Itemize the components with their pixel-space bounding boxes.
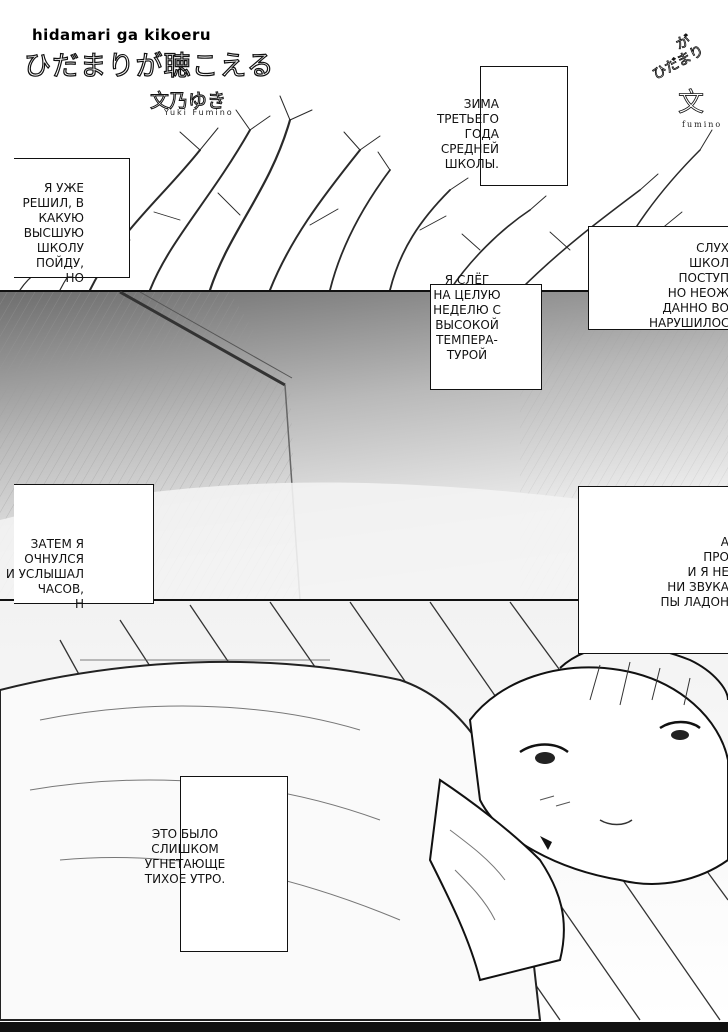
bubble-line: ШКОЛУ xyxy=(36,241,84,255)
bubble-line: Я УЖЕ xyxy=(44,181,84,195)
bubble-line: ВЫСОКОЙ xyxy=(435,318,499,332)
title-japanese: ひだまりが聴こえる xyxy=(23,50,275,82)
bubble-line: ЭТО БЫЛО xyxy=(151,827,219,841)
bubble-line: ШКОЛЫ. xyxy=(444,157,499,171)
bubble-line: ДАННО ВО xyxy=(662,301,728,315)
bubble-line: ПЫ ЛАДОН xyxy=(660,595,728,609)
bubble-line: ВЫСШУЮ xyxy=(23,226,84,240)
author-romaji: Yuki Fumino xyxy=(164,108,234,117)
bubble-line: НИ ЗВУКА xyxy=(667,580,728,594)
credit-line: fumino xyxy=(682,120,723,129)
author-name: 文乃ゆき xyxy=(149,90,227,113)
speech-box-woke: ЗАТЕМ Я ОЧНУЛСЯ И УСЛЫШАЛ ЧАСОВ, Н xyxy=(6,484,154,611)
bubble-line: РЕШИЛ, В xyxy=(22,196,84,210)
speech-box-fever: Я СЛЁГ НА ЦЕЛУЮ НЕДЕЛЮ С ВЫСОКОЙ ТЕМПЕРА… xyxy=(430,273,542,390)
bubble-line: ШКОЛ xyxy=(689,256,728,270)
bubble-line: НЕДЕЛЮ С xyxy=(433,303,501,317)
bubble-line: ЗИМА xyxy=(463,97,499,111)
bubble-line: НО xyxy=(65,271,84,285)
bubble-line: И Я НЕ xyxy=(687,565,728,579)
bubble-line: ПОСТУП xyxy=(678,271,728,285)
bubble-line: ТРЕТЬЕГО xyxy=(436,112,499,126)
speech-box-scary: ЭТО БЫЛО СЛИШКОМ УГНЕТАЮЩЕ ТИХОЕ УТРО. xyxy=(145,776,288,952)
speech-box-hearing: СЛУХ ШКОЛ ПОСТУП НО НЕОЖ ДАННО ВО НАРУШИ… xyxy=(588,226,728,330)
bubble-line: НАРУШИЛОСЬ. xyxy=(649,316,728,330)
bubble-line: ТИХОЕ УТРО. xyxy=(144,872,226,886)
credit-line: 文 xyxy=(678,88,705,119)
bubble-line: ГОДА xyxy=(464,127,499,141)
bubble-line: А xyxy=(720,535,728,549)
bubble-line: ПОЙДУ, xyxy=(36,256,84,270)
boy-panel xyxy=(0,601,728,1021)
speech-box-decided: Я УЖЕ РЕШИЛ, В КАКУЮ ВЫСШУЮ ШКОЛУ ПОЙДУ,… xyxy=(14,158,130,285)
bubble-line: УГНЕТАЮЩЕ xyxy=(144,857,226,871)
bubble-line: КАКУЮ xyxy=(38,211,84,225)
bubble-line: СЛИШКОМ xyxy=(151,842,219,856)
bubble-line: И УСЛЫШАЛ xyxy=(5,567,84,581)
bubble-line: ПРО xyxy=(703,550,728,564)
bubble-line: ТУРОЙ xyxy=(446,348,488,362)
title-romaji: hidamari ga kikoeru xyxy=(32,26,212,44)
bubble-line: СРЕДНЕЙ xyxy=(440,142,499,156)
bubble-line: СЛУХ xyxy=(696,241,728,255)
credit-vertical: ひだまり が 文 fumino xyxy=(640,24,728,134)
speech-box-sound: А ПРО И Я НЕ НИ ЗВУКА ПЫ ЛАДОН xyxy=(578,486,728,654)
bubble-line: Н xyxy=(74,597,84,611)
bubble-line: ТЕМПЕРА- xyxy=(436,333,498,347)
bubble-line: ЧАСОВ, xyxy=(37,582,84,596)
speech-box-winter: ЗИМА ТРЕТЬЕГО ГОДА СРЕДНЕЙ ШКОЛЫ. xyxy=(437,66,568,186)
bubble-line: Я СЛЁГ xyxy=(444,273,490,287)
bubble-line: ЗАТЕМ Я xyxy=(30,537,84,551)
bubble-line: ОЧНУЛСЯ xyxy=(24,552,84,566)
bottom-bar xyxy=(0,1022,728,1032)
bubble-line: НО НЕОЖ xyxy=(667,286,728,300)
bubble-line: НА ЦЕЛУЮ xyxy=(433,288,501,302)
